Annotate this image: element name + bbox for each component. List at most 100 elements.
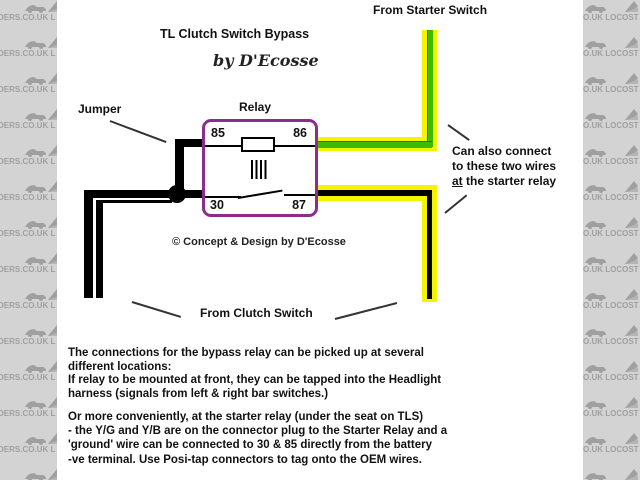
side-note-line3: at the starter relay: [452, 174, 556, 189]
car-logo-icon: [585, 113, 606, 121]
watermark-text: DERS.CO.UK L: [0, 49, 56, 58]
watermark-text: O.UK LOCOST: [583, 157, 639, 166]
watermark-tile: O.UK LOCOST: [583, 0, 640, 24]
side-note-underlined-word: at: [452, 174, 463, 188]
watermark-tile: O.UK LOCOST: [583, 168, 640, 204]
relay-box: 85 86 30 87: [202, 119, 318, 217]
relay-terminal-87: 87: [292, 198, 306, 212]
wedge-car-logo-icon: [625, 109, 638, 120]
relay-coil-lead-right: [275, 145, 315, 147]
watermark-tile: DERS.CO.UK L: [0, 276, 57, 312]
watermark-tile: O.UK LOCOST: [583, 456, 640, 480]
relay-terminal-85: 85: [211, 126, 225, 140]
relay-terminal-30: 30: [210, 198, 224, 212]
watermark-logo-row: [0, 72, 57, 85]
watermark-logo-row: [584, 360, 639, 373]
watermark-tile: DERS.CO.UK L: [0, 204, 57, 240]
watermark-tile: O.UK LOCOST: [583, 240, 640, 276]
watermark-tile: DERS.CO.UK L: [0, 456, 57, 480]
side-note-line3-rest: the starter relay: [462, 174, 557, 188]
watermark-logo-row: [584, 36, 639, 49]
watermark-logo-row: [0, 0, 57, 13]
car-logo-icon: [585, 5, 606, 13]
watermark-text: O.UK LOCOST: [583, 265, 639, 274]
watermark-text: O.UK LOCOST: [583, 337, 639, 346]
wedge-car-logo-icon: [48, 181, 57, 192]
watermark-tile: DERS.CO.UK L: [0, 348, 57, 384]
watermark-logo-row: [0, 36, 57, 49]
watermark-logo-row: [0, 288, 57, 301]
wedge-car-logo-icon: [625, 145, 638, 156]
car-logo-icon: [585, 329, 606, 337]
watermark-tile: DERS.CO.UK L: [0, 24, 57, 60]
watermark-logo-row: [584, 432, 639, 445]
car-logo-icon: [25, 365, 46, 373]
watermark-tile: DERS.CO.UK L: [0, 60, 57, 96]
wedge-car-logo-icon: [625, 397, 638, 408]
watermark-tile: DERS.CO.UK L: [0, 384, 57, 420]
wedge-car-logo-icon: [48, 361, 57, 372]
diagram-title: TL Clutch Switch Bypass: [160, 27, 310, 41]
watermark-logo-row: [0, 468, 57, 480]
clutch-wire-horizontal-thick: [84, 190, 206, 198]
wedge-car-logo-icon: [48, 397, 57, 408]
car-logo-icon: [25, 473, 46, 480]
watermark-text: DERS.CO.UK L: [0, 445, 56, 454]
wedge-car-logo-icon: [48, 109, 57, 120]
diagram-panel: [57, 0, 583, 480]
wedge-car-logo-icon: [625, 361, 638, 372]
watermark-logo-row: [584, 72, 639, 85]
watermark-logo-row: [584, 324, 639, 337]
watermark-text: O.UK LOCOST: [583, 13, 639, 22]
notes-paragraph-2: Or more conveniently, at the starter rel…: [68, 410, 447, 467]
watermark-logo-row: [0, 432, 57, 445]
car-logo-icon: [25, 5, 46, 13]
car-logo-icon: [25, 113, 46, 121]
wedge-car-logo-icon: [625, 181, 638, 192]
watermark-text: O.UK LOCOST: [583, 301, 639, 310]
relay-switch-lead-right: [284, 194, 315, 196]
car-logo-icon: [585, 293, 606, 301]
wedge-car-logo-icon: [48, 253, 57, 264]
wire-yb-vertical-black: [427, 190, 432, 299]
wedge-car-logo-icon: [625, 325, 638, 336]
watermark-text: DERS.CO.UK L: [0, 193, 56, 202]
side-note-line2: to these two wires: [452, 159, 557, 173]
watermark-text: DERS.CO.UK L: [0, 373, 56, 382]
watermark-text: DERS.CO.UK L: [0, 121, 56, 130]
relay-core-hatch: [251, 160, 269, 179]
car-logo-icon: [585, 221, 606, 229]
car-logo-icon: [25, 41, 46, 49]
watermark-logo-row: [0, 324, 57, 337]
relay-coil-lead-left: [205, 145, 243, 147]
copyright-note: © Concept & Design by D'Ecosse: [172, 236, 346, 248]
car-logo-icon: [25, 401, 46, 409]
wedge-car-logo-icon: [48, 289, 57, 300]
relay-label: Relay: [239, 100, 272, 114]
watermark-tile: O.UK LOCOST: [583, 204, 640, 240]
notes-line: The connections for the bypass relay can…: [68, 347, 424, 359]
watermark-logo-row: [0, 216, 57, 229]
wire-yb-horizontal-black: [316, 190, 432, 196]
watermark-logo-row: [0, 180, 57, 193]
watermark-tile: O.UK LOCOST: [583, 96, 640, 132]
car-logo-icon: [585, 473, 606, 480]
wedge-car-logo-icon: [48, 469, 57, 480]
watermark-tile: O.UK LOCOST: [583, 60, 640, 96]
watermark-tile: DERS.CO.UK L: [0, 240, 57, 276]
notes-line: - the Y/G and Y/B are on the connector p…: [68, 425, 448, 438]
car-logo-icon: [585, 257, 606, 265]
notes-line: Or more conveniently, at the starter rel…: [68, 411, 424, 423]
watermark-logo-row: [584, 0, 639, 13]
watermark-logo-row: [584, 468, 639, 480]
relay-switch-arm: [237, 189, 283, 199]
watermark-logo-row: [584, 216, 639, 229]
watermark-text: O.UK LOCOST: [583, 49, 639, 58]
wedge-car-logo-icon: [625, 37, 638, 48]
car-logo-icon: [25, 437, 46, 445]
watermark-logo-row: [0, 252, 57, 265]
jumper-wire-vertical: [175, 139, 184, 195]
wedge-car-logo-icon: [625, 433, 638, 444]
